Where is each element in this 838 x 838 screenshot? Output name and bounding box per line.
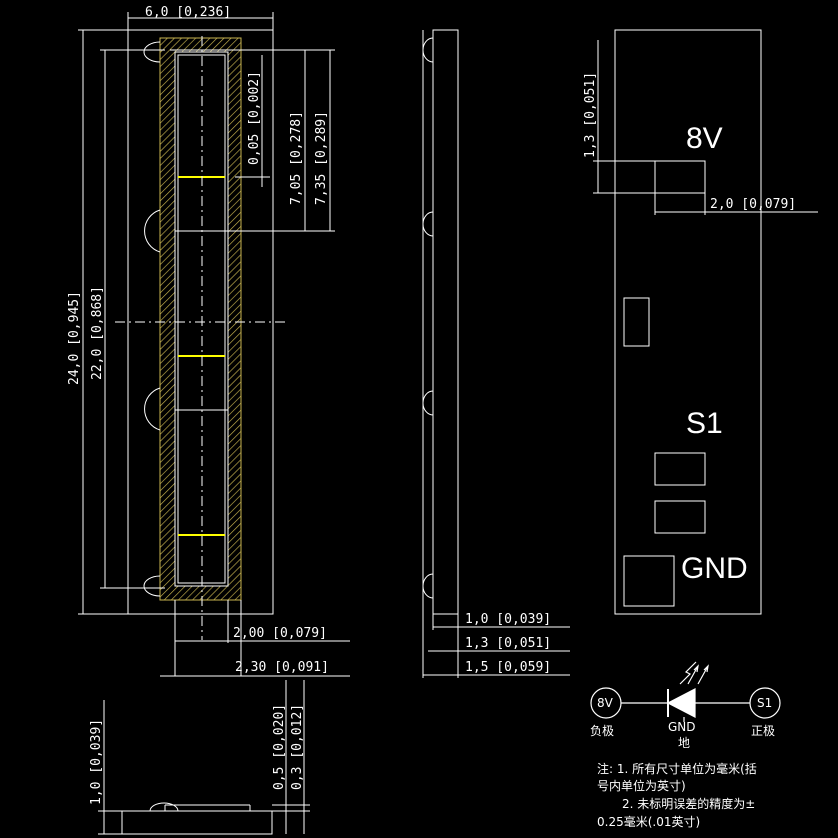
label-negative: 负极 — [590, 724, 614, 738]
note-line-1: 注: 1. 所有尺寸单位为毫米(括 — [597, 761, 757, 776]
back-view — [593, 29, 818, 615]
led-schematic — [590, 661, 781, 722]
label-s1: S1 — [686, 407, 723, 440]
front-view — [78, 12, 350, 677]
dim-height-total: 24,0 [0,945] — [67, 291, 82, 385]
side-dim-10: 1,0 [0,039] — [465, 612, 551, 627]
side-dim-13: 1,3 [0,051] — [465, 636, 551, 651]
dim-bottom-200: 2,00 [0,079] — [233, 626, 327, 641]
node-s1-label: S1 — [757, 696, 772, 710]
dim-height-inner: 22,0 [0,868] — [90, 286, 105, 380]
dim-bottom-230: 2,30 [0,091] — [235, 660, 329, 675]
node-8v-label: 8V — [597, 696, 614, 710]
side-dim-15: 1,5 [0,059] — [465, 660, 551, 675]
note-line-2: 号内单位为英寸) — [597, 778, 686, 793]
note-line-4: 0.25毫米(.01英寸) — [597, 814, 700, 829]
diode-icon — [666, 688, 696, 718]
label-gnd: GND — [681, 552, 748, 585]
bottom-body — [121, 810, 273, 835]
dim-width-top: 6,0 [0,236] — [145, 5, 231, 20]
label-ground-cn: 地 — [678, 736, 690, 750]
label-positive: 正极 — [751, 724, 775, 738]
pad-s1-b — [654, 500, 706, 534]
side-view — [422, 29, 570, 678]
front-hatched-frame — [159, 37, 242, 601]
dim-705: 7,05 [0,278] — [289, 111, 304, 205]
pad-small — [623, 297, 650, 347]
dim-735: 7,35 [0,289] — [314, 111, 329, 205]
pad-s1-a — [654, 452, 706, 486]
bottom-dim-10: 1,0 [0,039] — [89, 719, 104, 805]
label-gnd-schematic: GND — [668, 720, 696, 734]
front-outline — [127, 29, 274, 615]
bottom-dim-05: 0,5 [0,020] — [272, 704, 287, 790]
bottom-dim-03: 0,3 [0,012] — [290, 704, 305, 790]
note-line-3: 2. 未标明误差的精度为± — [622, 796, 755, 811]
pad-8v — [654, 160, 706, 194]
bottom-view — [98, 680, 310, 835]
back-dim-13: 1,3 [0,051] — [583, 72, 598, 158]
back-dim-20: 2,0 [0,079] — [710, 197, 796, 212]
pad-gnd — [623, 555, 675, 607]
side-body — [432, 29, 459, 615]
back-body — [614, 29, 762, 615]
dim-005: 0,05 [0,002] — [247, 71, 262, 165]
label-8v: 8V — [686, 122, 723, 155]
